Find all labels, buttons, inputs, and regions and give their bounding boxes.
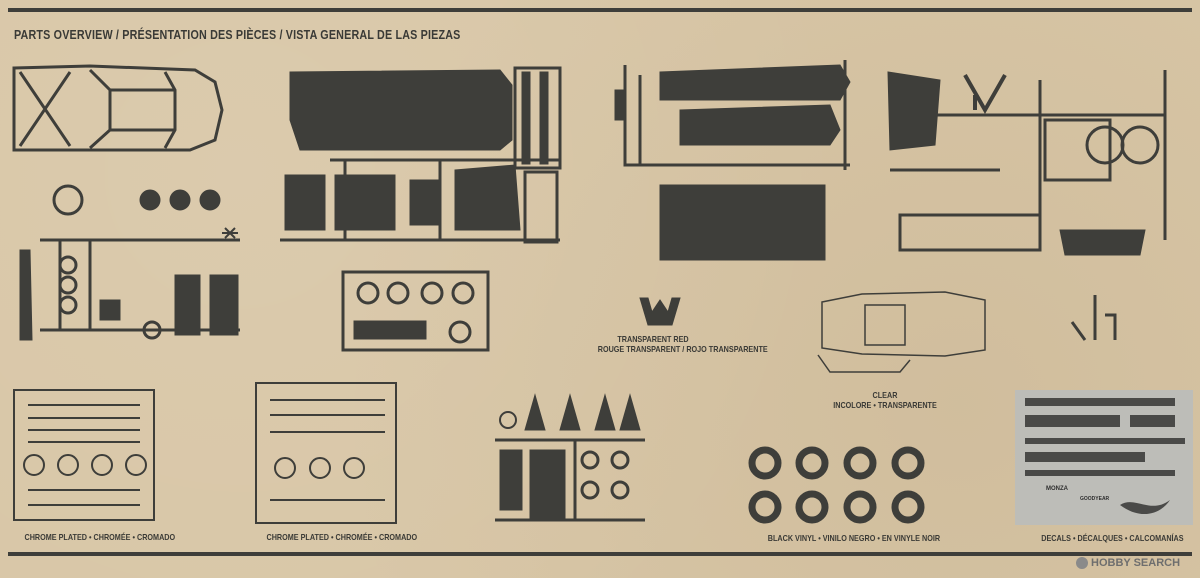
caption-transparent-red-line2: ROUGE TRANSPARENT / ROJO TRANSPARENTE	[597, 344, 768, 354]
bottom-rule	[8, 552, 1192, 556]
clear-windows-part	[817, 291, 986, 373]
top-rule	[8, 8, 1192, 12]
caption-clear: CLEAR INCOLORE • TRANSPARENTE	[830, 390, 941, 410]
frame-sprue	[887, 70, 1167, 256]
chrome-sprue-1	[13, 389, 155, 521]
page-title: PARTS OVERVIEW / PRÉSENTATION DES PIÈCES…	[14, 28, 461, 42]
watermark: HOBBY SEARCH	[1076, 557, 1180, 569]
caption-clear-line2: INCOLORE • TRANSPARENTE	[833, 400, 937, 410]
caption-black-vinyl: BLACK VINYL • VINILO NEGRO • EN VINYLE N…	[767, 533, 941, 543]
chassis-sprue	[280, 66, 562, 244]
small-bracket-part	[1070, 295, 1117, 341]
body-panel-sprue	[614, 60, 851, 261]
transparent-red-part	[639, 297, 681, 326]
caption-decals: DECALS • DÉCALQUES • CALCOMANÍAS	[1041, 533, 1184, 543]
decal-sheet: MONZA GOODYEAR	[1015, 390, 1193, 525]
chrome-sprue-2	[255, 382, 397, 524]
caption-chrome-2: CHROME PLATED • CHROMÉE • CROMADO	[266, 532, 418, 542]
watermark-logo-icon	[1076, 557, 1088, 569]
interior-sprue	[19, 184, 240, 341]
watermark-text: HOBBY SEARCH	[1091, 557, 1181, 569]
caption-transparent-red-line1: TRANSPARENT RED	[617, 334, 689, 344]
tire-set	[748, 446, 925, 524]
wheel-sprue	[341, 270, 490, 352]
caption-transparent-red: TRANSPARENT RED ROUGE TRANSPARENT / ROJO…	[597, 334, 768, 354]
caption-clear-line1: CLEAR	[872, 390, 898, 400]
car-body-part	[12, 64, 224, 152]
decal-brand-b: GOODYEAR	[1080, 496, 1110, 502]
decal-brand-a: MONZA	[1046, 486, 1069, 492]
caption-chrome-1: CHROME PLATED • CHROMÉE • CROMADO	[24, 532, 176, 542]
engine-sprue	[495, 393, 645, 522]
